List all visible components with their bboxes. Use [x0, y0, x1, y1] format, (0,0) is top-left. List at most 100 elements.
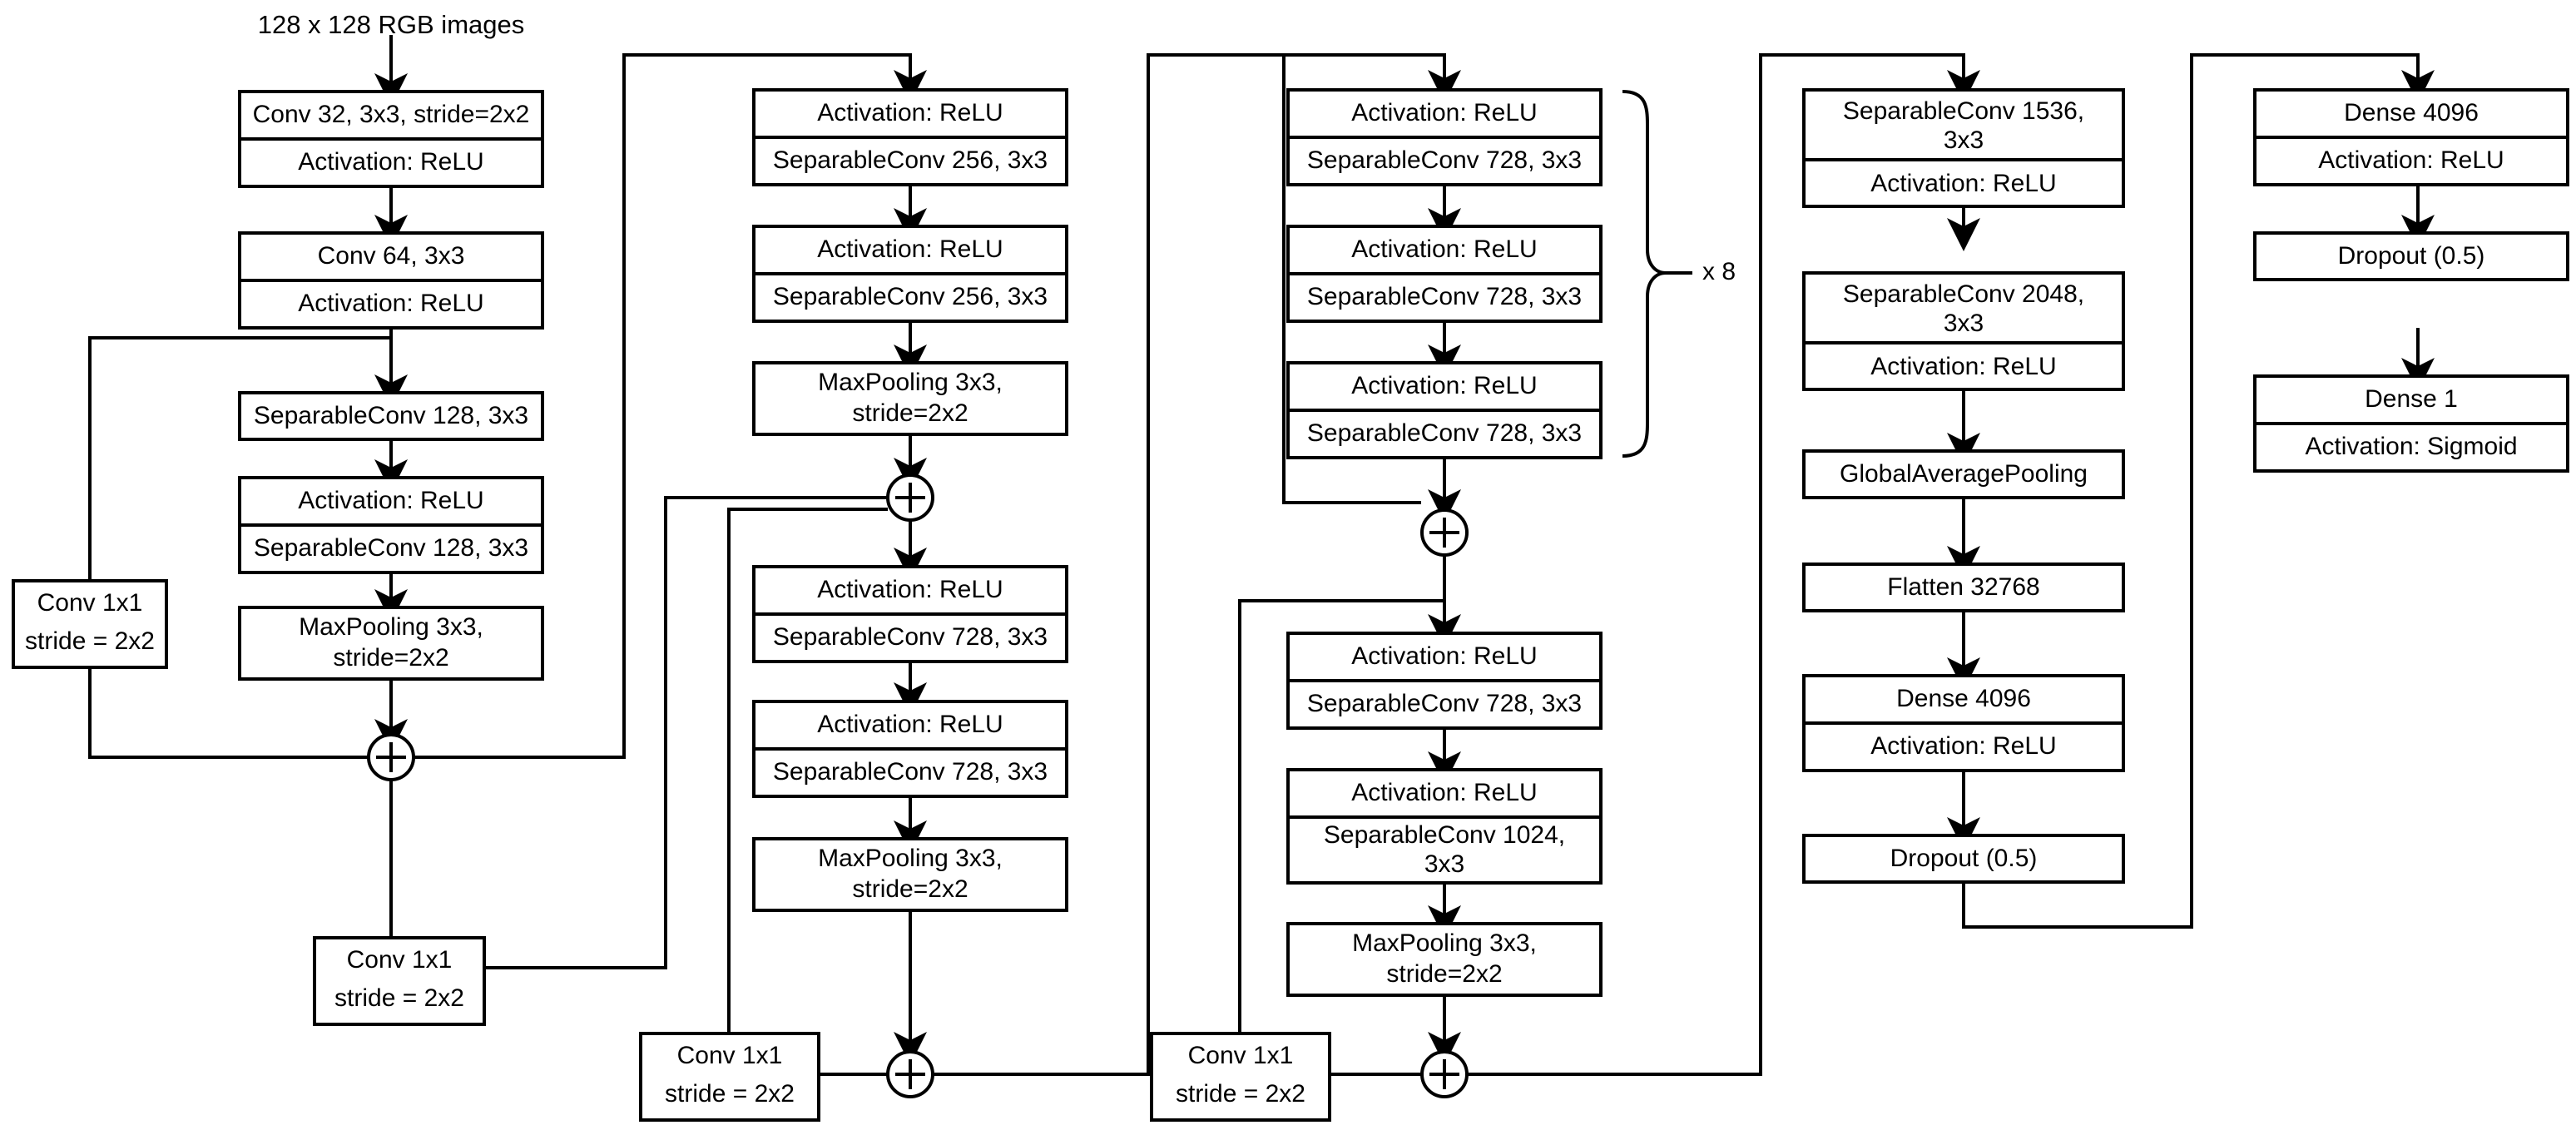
block-line: Activation: ReLU	[817, 711, 1003, 738]
block-sepconv128b: Activation: ReLU SeparableConv 128, 3x3	[238, 476, 544, 574]
block-line: Conv 1x1	[1188, 1042, 1294, 1069]
edge-add4-to-conv1x1d	[1238, 599, 1444, 1032]
block-line: Activation: ReLU	[2318, 146, 2504, 174]
block-line: stride=2x2	[333, 644, 448, 672]
block-dropout-2: Dropout (0.5)	[2253, 231, 2569, 281]
block-shortcut-conv1x1-d: Conv 1x1 stride = 2x2	[1150, 1032, 1331, 1122]
block-line: stride = 2x2	[665, 1080, 795, 1108]
block-line: stride = 2x2	[334, 984, 464, 1012]
block-sepconv2048: SeparableConv 2048, 3x3 Activation: ReLU	[1802, 271, 2125, 391]
block-maxpool3: MaxPooling 3x3, stride=2x2	[752, 837, 1068, 912]
block-line: SeparableConv 728, 3x3	[1307, 419, 1582, 447]
block-line: Dense 1	[2365, 385, 2458, 413]
block-flatten: Flatten 32768	[1802, 563, 2125, 612]
block-line: Activation: ReLU	[1351, 779, 1537, 806]
block-line: MaxPooling 3x3,	[299, 613, 483, 641]
block-line: Activation: ReLU	[1351, 99, 1537, 126]
edge-layer	[88, 35, 2435, 1076]
block-line: stride=2x2	[1386, 960, 1502, 988]
block-line: Dropout (0.5)	[2338, 242, 2485, 270]
block-line: stride=2x2	[852, 875, 968, 903]
block-line: 3x3	[1944, 126, 1984, 154]
edge-conv1x1a-to-add1	[88, 667, 369, 759]
block-line: SeparableConv 728, 3x3	[773, 623, 1048, 651]
block-dense4096-2: Dense 4096 Activation: ReLU	[2253, 88, 2569, 186]
block-line: MaxPooling 3x3,	[818, 369, 1003, 396]
block-sepconv728a: Activation: ReLU SeparableConv 728, 3x3	[752, 565, 1068, 663]
block-line: SeparableConv 1024,	[1324, 821, 1565, 849]
input-caption: 128 x 128 RGB images	[258, 10, 525, 39]
block-line: Activation: ReLU	[298, 148, 483, 176]
block-dense1: Dense 1 Activation: Sigmoid	[2253, 374, 2569, 473]
block-line: Activation: ReLU	[1351, 642, 1537, 670]
block-line: Dense 4096	[1896, 685, 2031, 712]
block-line: MaxPooling 3x3,	[1352, 929, 1537, 957]
block-mid728c: Activation: ReLU SeparableConv 728, 3x3	[1286, 361, 1603, 459]
block-maxpool2: MaxPooling 3x3, stride=2x2	[752, 361, 1068, 436]
edge-branch-to-conv1x1a	[88, 336, 391, 579]
block-dense4096-1: Dense 4096 Activation: ReLU	[1802, 674, 2125, 772]
block-line: Conv 64, 3x3	[318, 242, 465, 270]
block-line: stride = 2x2	[1176, 1080, 1305, 1108]
block-line: Activation: ReLU	[298, 487, 483, 514]
block-line: SeparableConv 128, 3x3	[254, 402, 528, 429]
block-line: SeparableConv 2048,	[1843, 280, 2084, 308]
block-line: Activation: ReLU	[1870, 353, 2056, 380]
block-line: SeparableConv 728, 3x3	[1307, 283, 1582, 310]
block-shortcut-conv1x1-b: Conv 1x1 stride = 2x2	[313, 936, 486, 1026]
block-exit1024: Activation: ReLU SeparableConv 1024, 3x3	[1286, 768, 1603, 885]
edge-mid-residual-in	[1282, 55, 1421, 504]
block-dropout-1: Dropout (0.5)	[1802, 834, 2125, 884]
block-line: Dense 4096	[2344, 99, 2479, 126]
block-sepconv128a: SeparableConv 128, 3x3	[238, 391, 544, 441]
block-maxpool4: MaxPooling 3x3, stride=2x2	[1286, 922, 1603, 997]
edge-conv1x1b-to-add2	[484, 496, 888, 969]
block-line: 3x3	[1944, 310, 1984, 337]
add-node-3	[886, 1050, 934, 1098]
block-line: Activation: ReLU	[1351, 372, 1537, 399]
block-line: stride = 2x2	[25, 627, 155, 655]
block-line: Activation: Sigmoid	[2305, 433, 2517, 460]
edge-dropout-1-to-col5	[1962, 53, 2435, 929]
block-shortcut-conv1x1-c: Conv 1x1 stride = 2x2	[639, 1032, 820, 1122]
block-line: GlobalAveragePooling	[1840, 460, 2088, 488]
block-line: SeparableConv 728, 3x3	[773, 758, 1048, 786]
block-sepconv1536: SeparableConv 1536, 3x3 Activation: ReLU	[1802, 88, 2125, 208]
block-line: Activation: ReLU	[817, 235, 1003, 263]
block-maxpool1: MaxPooling 3x3, stride=2x2	[238, 606, 544, 681]
block-line: Conv 1x1	[677, 1042, 783, 1069]
block-line: Activation: ReLU	[1870, 170, 2056, 197]
edge-add1-to-col2	[414, 53, 927, 759]
block-conv32: Conv 32, 3x3, stride=2x2 Activation: ReL…	[238, 90, 544, 188]
block-conv64: Conv 64, 3x3 Activation: ReLU	[238, 231, 544, 330]
block-line: Conv 1x1	[347, 946, 453, 974]
block-line: Activation: ReLU	[1870, 732, 2056, 760]
block-shortcut-conv1x1-a: Conv 1x1 stride = 2x2	[12, 579, 168, 669]
block-line: 3x3	[1424, 850, 1464, 878]
block-line: Flatten 32768	[1887, 573, 2039, 601]
block-line: Activation: ReLU	[1351, 235, 1537, 263]
repeat-label: x 8	[1702, 258, 1736, 285]
block-line: Conv 1x1	[37, 589, 143, 617]
block-line: SeparableConv 256, 3x3	[773, 283, 1048, 310]
block-sepconv256a: Activation: ReLU SeparableConv 256, 3x3	[752, 88, 1068, 186]
block-line: Activation: ReLU	[817, 99, 1003, 126]
block-line: SeparableConv 728, 3x3	[1307, 146, 1582, 174]
block-line: Activation: ReLU	[298, 290, 483, 317]
block-line: stride=2x2	[852, 399, 968, 427]
block-mid728b: Activation: ReLU SeparableConv 728, 3x3	[1286, 225, 1603, 323]
block-line: Dropout (0.5)	[1890, 845, 2038, 872]
add-node-5	[1420, 1050, 1469, 1098]
block-line: SeparableConv 728, 3x3	[1307, 690, 1582, 717]
edge-add5-to-col4	[1467, 53, 1980, 1076]
block-sepconv256b: Activation: ReLU SeparableConv 256, 3x3	[752, 225, 1068, 323]
block-line: MaxPooling 3x3,	[818, 845, 1003, 872]
block-mid728a: Activation: ReLU SeparableConv 728, 3x3	[1286, 88, 1603, 186]
add-node-4	[1420, 508, 1469, 557]
repeat-brace	[1622, 90, 1692, 458]
block-sepconv728b: Activation: ReLU SeparableConv 728, 3x3	[752, 700, 1068, 798]
block-line: SeparableConv 128, 3x3	[254, 534, 528, 562]
edge-add2-to-conv1x1c	[727, 508, 888, 1032]
